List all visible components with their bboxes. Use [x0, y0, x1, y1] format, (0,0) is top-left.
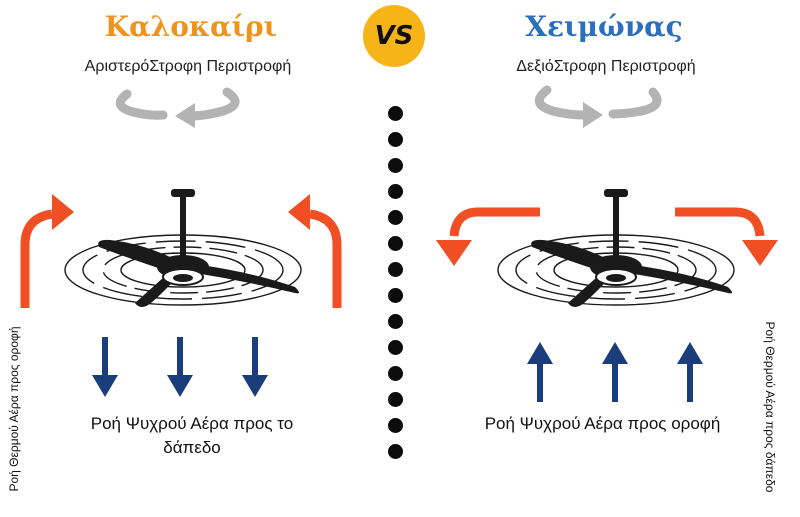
- summer-ceiling-fan-icon: [64, 189, 302, 307]
- separator-dot: [388, 106, 403, 121]
- winter-warm-arrow-left: [449, 207, 540, 237]
- summer-side-label: Ροή Θερμού Αέρα προς οροφή: [7, 326, 21, 492]
- summer-cool-air-arrows: [92, 337, 268, 397]
- separator-dot: [388, 366, 403, 381]
- cool-down-arrow-2: [167, 337, 193, 397]
- separator-dot: [388, 158, 403, 173]
- separator-dot: [388, 210, 403, 225]
- separator-dot: [388, 236, 403, 251]
- cool-up-arrow-1: [527, 342, 553, 402]
- cool-up-arrow-3: [677, 342, 703, 402]
- summer-rotation-label: ΑριστερόΣτροφη Περιστροφή: [84, 58, 292, 75]
- summer-warm-arrowhead-left: [52, 194, 74, 230]
- winter-rotation-label: ΔεξιόΣτροφη Περιστροφή: [516, 58, 696, 75]
- winter-ceiling-fan-icon: [497, 189, 735, 307]
- separator-dot: [388, 262, 403, 277]
- winter-side-label: Ροή Θερμού Αέρα προς δάπεδο: [763, 321, 777, 493]
- summer-flow-label: Ροή Ψυχρού Αέρα προς το δάπεδο: [90, 414, 294, 457]
- separator-dot: [388, 288, 403, 303]
- separator-dot: [388, 314, 403, 329]
- vs-badge: VS: [363, 5, 425, 67]
- counterclockwise-rotation-icon: [115, 87, 240, 128]
- cool-down-arrow-1: [92, 337, 118, 397]
- summer-warm-arrow-left: [20, 209, 53, 308]
- separator-dot: [388, 340, 403, 355]
- winter-warm-arrowhead-right: [742, 240, 778, 266]
- separator-dot: [388, 444, 403, 459]
- separator-dot: [388, 392, 403, 407]
- dotted-separator: [388, 106, 404, 459]
- separator-dot: [388, 418, 403, 433]
- cool-up-arrow-2: [602, 342, 628, 402]
- winter-warm-arrowhead-left: [436, 240, 472, 266]
- winter-flow-label: Ροή Ψυχρού Αέρα προς οροφή: [484, 414, 721, 433]
- winter-title: Χειμώνας: [525, 10, 683, 43]
- winter-cool-air-arrows: [527, 342, 703, 402]
- winter-warm-arrow-right: [675, 207, 765, 237]
- separator-dot: [388, 184, 403, 199]
- summer-warm-arrow-right: [309, 209, 342, 308]
- clockwise-rotation-icon: [534, 85, 662, 128]
- summer-warm-arrowhead-right: [288, 194, 310, 230]
- cool-down-arrow-3: [242, 337, 268, 397]
- separator-dot: [388, 132, 403, 147]
- vs-text: VS: [374, 21, 414, 51]
- summer-title: Καλοκαίρι: [104, 10, 278, 43]
- winter-warm-air-arrows: [436, 207, 778, 266]
- summer-warm-air-arrows: [20, 194, 342, 308]
